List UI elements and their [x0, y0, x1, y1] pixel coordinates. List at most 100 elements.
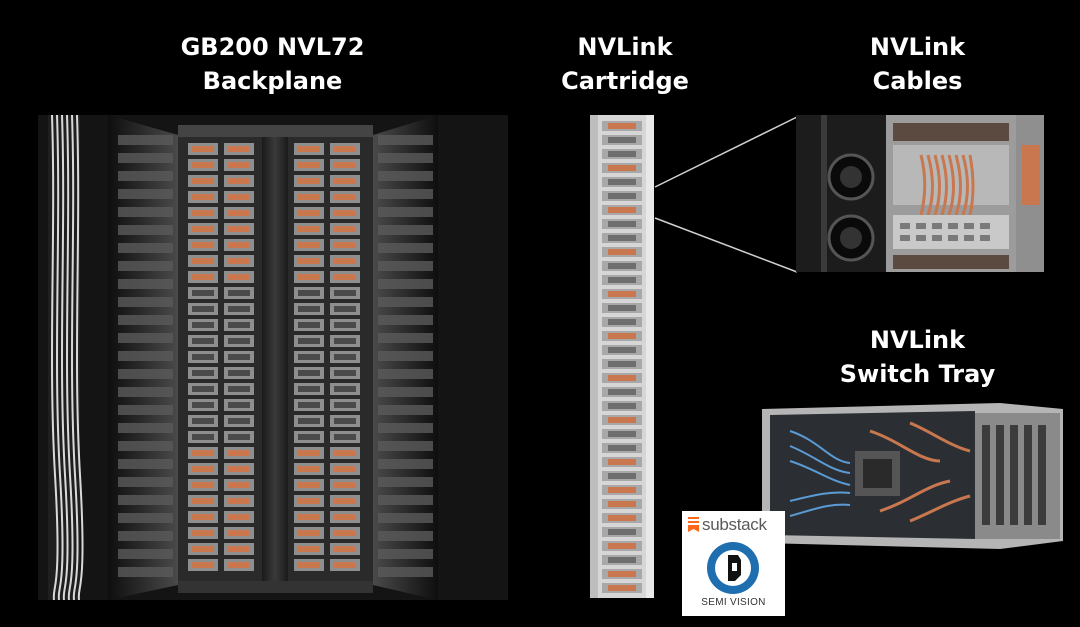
rack-slat-left: [118, 261, 173, 271]
backplane-module-core: [192, 194, 214, 200]
backplane-module-core: [228, 210, 250, 216]
backplane-module-core: [334, 322, 356, 328]
cartridge-cell-core: [608, 389, 636, 395]
cartridge-cell-core: [608, 543, 636, 549]
backplane-module-core: [334, 210, 356, 216]
rack-slat-right: [378, 261, 433, 271]
backplane-module-core: [298, 562, 320, 568]
backplane-module-core: [228, 338, 250, 344]
backplane-module-core: [192, 434, 214, 440]
backplane-module-core: [192, 178, 214, 184]
backplane-module-core: [298, 226, 320, 232]
backplane-module-core: [192, 402, 214, 408]
cartridge-cell-core: [608, 333, 636, 339]
backplane-module-core: [298, 498, 320, 504]
backplane-module-core: [334, 370, 356, 376]
backplane-module-core: [192, 482, 214, 488]
rack-slat-right: [378, 531, 433, 541]
cartridge-title: NVLink Cartridge: [545, 30, 705, 98]
backplane-module-core: [228, 562, 250, 568]
backplane-module-core: [192, 210, 214, 216]
backplane-module-core: [298, 322, 320, 328]
backplane-module-core: [192, 546, 214, 552]
backplane-module-core: [192, 370, 214, 376]
rack-slat-left: [118, 459, 173, 469]
backplane-module-core: [228, 306, 250, 312]
rack-slat-right: [378, 513, 433, 523]
backplane-module-core: [334, 514, 356, 520]
backplane-module-core: [192, 338, 214, 344]
rack-slat-right: [378, 171, 433, 181]
rack-slat-left: [118, 369, 173, 379]
cartridge-cell-core: [608, 165, 636, 171]
backplane-module-core: [298, 370, 320, 376]
cartridge-illustration: [590, 115, 654, 598]
semivision-name: SEMI VISION: [701, 597, 766, 608]
backplane-module-core: [334, 258, 356, 264]
backplane-module-core: [298, 274, 320, 280]
backplane-rack-illustration: [38, 115, 508, 600]
cartridge-cell-core: [608, 459, 636, 465]
cartridge-cell-core: [608, 529, 636, 535]
cartridge-cell-core: [608, 193, 636, 199]
rack-slat-left: [118, 549, 173, 559]
rack-slat-left: [118, 495, 173, 505]
backplane-module-core: [334, 434, 356, 440]
rack-slat-left: [118, 315, 173, 325]
rack-slat-left: [118, 405, 173, 415]
backplane-module-core: [228, 194, 250, 200]
rack-slat-left: [118, 387, 173, 397]
backplane-module-core: [228, 498, 250, 504]
switch-tray-photo: [760, 401, 1065, 551]
switch-tray-title-line1: NVLink: [869, 326, 966, 354]
rack-slat-left: [118, 243, 173, 253]
rack-slat-right: [378, 153, 433, 163]
backplane-module-core: [298, 418, 320, 424]
rack-slat-left: [118, 135, 173, 145]
zoom-line-bottom: [654, 217, 798, 273]
rack-slat-left: [118, 513, 173, 523]
rack-cable: [51, 115, 59, 600]
backplane-module-core: [192, 322, 214, 328]
backplane-module-core: [192, 258, 214, 264]
rack-slat-left: [118, 531, 173, 541]
rack-slat-right: [378, 495, 433, 505]
cartridge-photo: [590, 115, 654, 598]
rack-slat-left: [118, 351, 173, 361]
backplane-module-core: [192, 290, 214, 296]
rack-slat-right: [378, 549, 433, 559]
cartridge-cell-core: [608, 585, 636, 591]
cartridge-cell-core: [608, 235, 636, 241]
cartridge-cell-core: [608, 221, 636, 227]
backplane-module-core: [334, 178, 356, 184]
rack-slat-left: [118, 441, 173, 451]
backplane-module-core: [334, 354, 356, 360]
backplane-module-core: [334, 466, 356, 472]
cartridge-cell-core: [608, 277, 636, 283]
rack-slat-left: [118, 207, 173, 217]
rack-slat-left: [118, 279, 173, 289]
cartridge-cell-core: [608, 291, 636, 297]
backplane-module-core: [298, 466, 320, 472]
cartridge-cell-core: [608, 263, 636, 269]
cartridge-cell-core: [608, 445, 636, 451]
rack-slat-right: [378, 351, 433, 361]
backplane-module-core: [228, 482, 250, 488]
cartridge-cell-core: [608, 361, 636, 367]
backplane-module-core: [192, 146, 214, 152]
backplane-module-core: [228, 354, 250, 360]
rack-cable: [56, 115, 64, 600]
backplane-module-core: [228, 530, 250, 536]
cables-title-line2: Cables: [872, 67, 963, 95]
backplane-module-core: [334, 498, 356, 504]
rack-slat-left: [118, 189, 173, 199]
cartridge-cell-core: [608, 179, 636, 185]
backplane-module-core: [334, 418, 356, 424]
substack-semivision-badge: substack SEMI VISION: [682, 511, 785, 616]
backplane-module-core: [298, 162, 320, 168]
rack-slat-right: [378, 459, 433, 469]
rack-slat-right: [378, 243, 433, 253]
backplane-module-core: [334, 306, 356, 312]
cartridge-cell-core: [608, 557, 636, 563]
backplane-module-core: [334, 530, 356, 536]
